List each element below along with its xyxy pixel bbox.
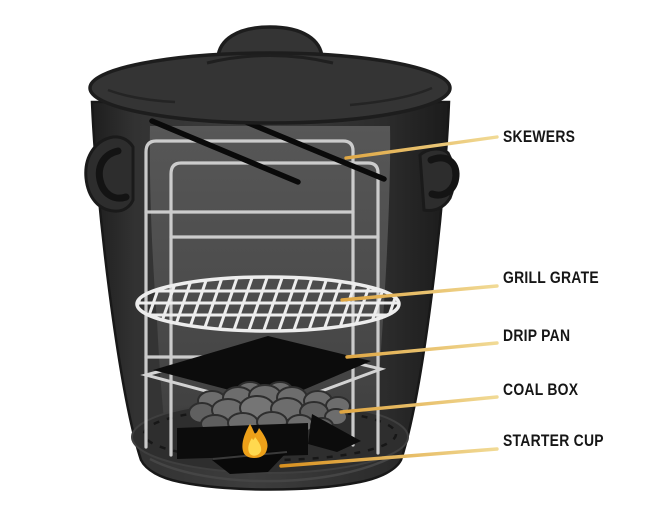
leader-line-skewers: [344, 135, 499, 160]
leader-line-grill-grate: [340, 284, 499, 302]
label-coal-box: COAL BOX: [503, 380, 579, 399]
label-drip-pan: DRIP PAN: [503, 326, 571, 345]
coal-box: [177, 414, 361, 459]
skewer: [149, 118, 301, 185]
leader-line-drip-pan: [345, 341, 499, 359]
drip-pan: [153, 336, 371, 402]
skewers: [149, 114, 387, 185]
right-handle: [418, 147, 460, 212]
label-skewers: SKEWERS: [503, 127, 576, 146]
leader-line-starter-cup: [279, 447, 499, 468]
left-handle: [84, 135, 135, 213]
flame-icon: [242, 424, 268, 458]
leader-line-coal-box: [339, 395, 499, 414]
skewer: [231, 114, 387, 182]
label-starter-cup: STARTER CUP: [503, 431, 604, 450]
coal-pile: [188, 381, 351, 435]
can-lid: [88, 25, 452, 125]
label-grill-grate: GRILL GRATE: [503, 268, 599, 287]
